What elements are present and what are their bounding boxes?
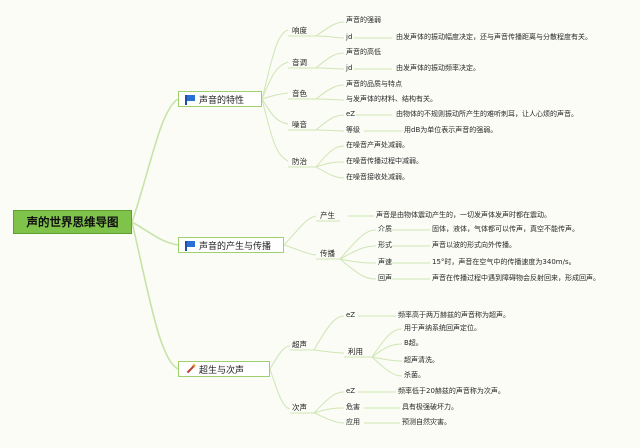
root-topic[interactable]: 声的世界思维导图 <box>13 210 132 234</box>
leaf-text: 与发声体的材料、结构有关。 <box>346 95 437 103</box>
category-infrasound[interactable]: 次声 <box>292 403 307 412</box>
leaf-text: 用于声纳系统回声定位。 <box>404 324 481 332</box>
leaf-text: jd <box>346 33 353 41</box>
leaf-text: 声音是由物体震动产生的，一切发声体发声时都在震动。 <box>376 211 551 219</box>
leaf-text: 由物体的不规则振动所产生的难听刺耳，让人心烦的声音。 <box>396 110 578 118</box>
leaf-key: eZ <box>346 387 356 395</box>
leaf-text: 声音在传播过程中遇到障碍物会反射回来，形成回声。 <box>432 274 600 282</box>
category-uses[interactable]: 利用 <box>348 347 363 356</box>
branch-ultrasound-infrasound[interactable]: ✦ 超生与次声 <box>178 361 270 377</box>
leaf-key: 应用 <box>346 418 360 426</box>
leaf-key: 形式 <box>378 241 392 249</box>
leaf-text: 在噪音接收处减弱。 <box>346 173 409 181</box>
category-ultrasound[interactable]: 超声 <box>292 340 307 349</box>
leaf-text: 在噪音产声处减弱。 <box>346 141 409 149</box>
leaf-text: 由发声体的振动幅度决定，还与声音传播距离与分散程度有关。 <box>396 33 592 41</box>
magic-wand-icon: ✦ <box>185 362 197 374</box>
leaf-key: 介质 <box>378 225 392 233</box>
leaf-key: eZ <box>346 311 356 319</box>
category-propagation[interactable]: 传播 <box>320 249 335 258</box>
leaf-key: 回声 <box>378 274 392 282</box>
leaf-text: 在噪音传播过程中减弱。 <box>346 157 423 165</box>
leaf-text: 声音的强弱 <box>346 16 381 24</box>
leaf-text: B超。 <box>404 339 423 347</box>
category-production[interactable]: 产生 <box>320 211 335 220</box>
leaf-text: 等级 <box>346 126 360 134</box>
leaf-text: 固体，液体，气体都可以传声，真空不能传声。 <box>432 225 579 233</box>
blue-flag-icon <box>185 240 195 251</box>
branch-label: 声音的产生与传播 <box>199 241 272 252</box>
category-prevention[interactable]: 防治 <box>292 157 307 166</box>
leaf-key: 声速 <box>378 258 392 266</box>
leaf-text: 声音的高低 <box>346 48 381 56</box>
leaf-text: 具有极强破坏力。 <box>402 403 458 411</box>
leaf-text: 由发声体的振动频率决定。 <box>396 64 480 72</box>
leaf-text: 频率高于两万赫兹的声音称为超声。 <box>398 311 510 319</box>
blue-flag-icon <box>185 94 195 105</box>
leaf-text: jd <box>346 64 353 72</box>
branch-label: 声音的特性 <box>199 95 245 106</box>
category-pitch[interactable]: 音调 <box>292 58 307 67</box>
branch-sound-production-propagation[interactable]: 声音的产生与传播 <box>178 237 284 253</box>
leaf-text: 超声清洗。 <box>404 356 439 364</box>
branch-sound-properties[interactable]: 声音的特性 <box>178 91 262 107</box>
leaf-text: 用dB为单位表示声音的强弱。 <box>404 126 498 134</box>
category-noise[interactable]: 噪音 <box>292 120 307 129</box>
category-loudness[interactable]: 响度 <box>292 26 307 35</box>
category-timbre[interactable]: 音色 <box>292 89 307 98</box>
leaf-key: 危害 <box>346 403 360 411</box>
leaf-text: 声音以波的形式向外传播。 <box>432 241 516 249</box>
leaf-text: 声音的品质与特点 <box>346 80 402 88</box>
leaf-text: 频率低于20赫兹的声音称为次声。 <box>398 387 505 395</box>
branch-label: 超生与次声 <box>199 365 245 376</box>
leaf-text: 15°时，声音在空气中的传播速度为340m/s。 <box>432 258 576 266</box>
leaf-text: 杀菌。 <box>404 371 425 379</box>
leaf-text: 预测自然灾害。 <box>402 418 451 426</box>
leaf-text: eZ <box>346 110 356 118</box>
